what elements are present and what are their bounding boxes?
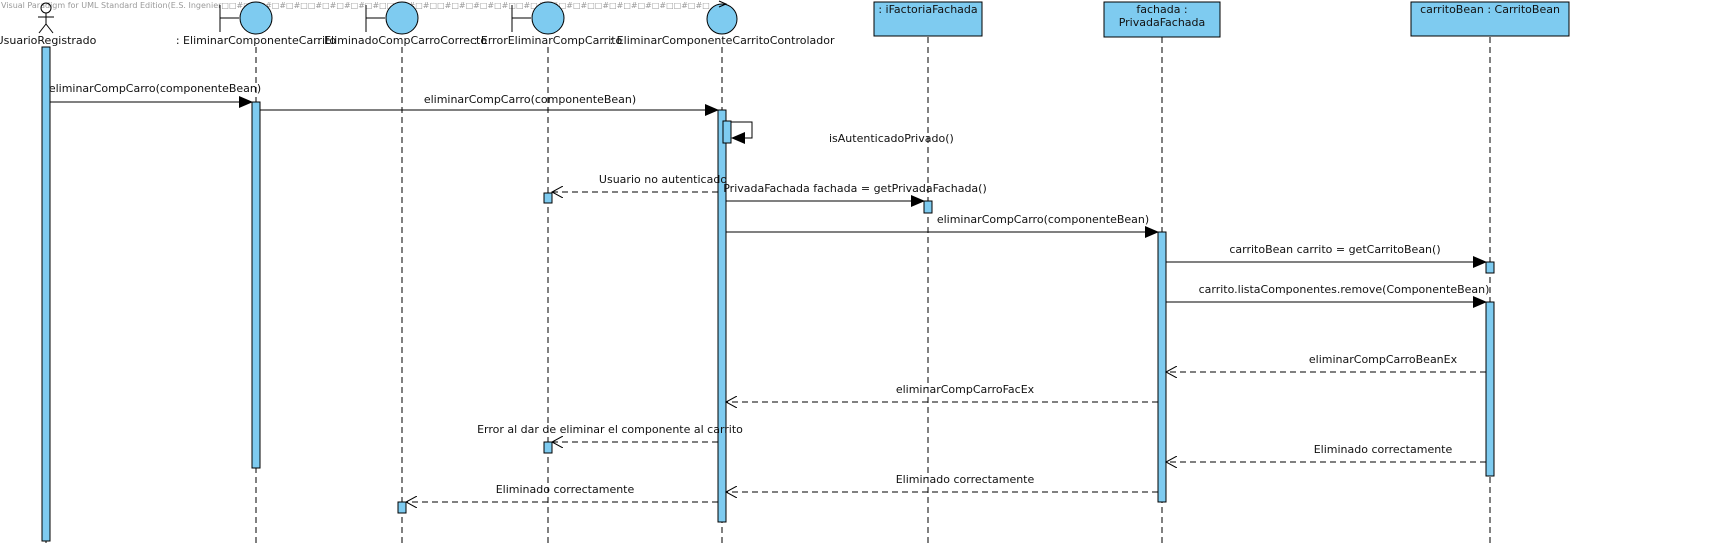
control-arrow: [718, 0, 728, 8]
message-label: isAutenticadoPrivado(): [829, 132, 954, 145]
message-label: eliminarCompCarroBeanEx: [1309, 353, 1458, 366]
actor-icon: [38, 2, 54, 34]
boundary-icon: [511, 1, 565, 35]
lifeline-label: : iFactoriaFachada: [878, 3, 977, 16]
actor-head: [40, 2, 52, 14]
boundary-circle: [385, 1, 419, 35]
boundary-circle: [531, 1, 565, 35]
lifeline-label: : EliminarComponenteCarritoControlador: [609, 34, 834, 47]
lifeline-label: : ErrorEliminarCompCarrito: [474, 34, 623, 47]
activation-bar: [1485, 261, 1495, 274]
lifeline-label: : EliminadoCompCarroCorrecto: [317, 34, 487, 47]
lifeline-label: : EliminarComponenteCarrito: [176, 34, 337, 47]
activation-bar: [543, 192, 553, 204]
lifeline-label-line: PrivadaFachada: [1119, 16, 1206, 29]
message-label: eliminarCompCarro(componenteBean): [424, 93, 636, 106]
activation-bar: [722, 120, 732, 144]
message-label: eliminarCompCarroFacEx: [896, 383, 1035, 396]
message-label: Eliminado correctamente: [896, 473, 1035, 486]
message-label: carrito.listaComponentes.remove(Componen…: [1199, 283, 1490, 296]
lifeline-box: [1103, 1, 1221, 38]
activation-bar: [41, 46, 51, 542]
message-label: Eliminado correctamente: [1314, 443, 1453, 456]
boundary-circle: [239, 1, 273, 35]
actor-leg: [45, 23, 54, 34]
message-label: Eliminado correctamente: [496, 483, 635, 496]
control-icon: [706, 0, 738, 35]
message-label: Error al dar de eliminar el componente a…: [477, 423, 743, 436]
activation-bar: [923, 200, 933, 214]
self-message-arrow: [731, 121, 753, 144]
message-label: eliminarCompCarro(componenteBean): [937, 213, 1149, 226]
message-label: carritoBean carrito = getCarritoBean(): [1229, 243, 1440, 256]
activation-bar: [251, 101, 261, 469]
boundary-icon: [219, 1, 273, 35]
control-circle: [706, 3, 738, 35]
message-label: eliminarCompCarro(componenteBean): [49, 82, 261, 95]
lifeline-box: [1410, 1, 1570, 37]
activation-bar: [397, 501, 407, 514]
activation-bar: [1485, 301, 1495, 477]
watermark: Visual Paradigm for UML Standard Edition…: [1, 1, 710, 10]
lifeline-label: fachada :PrivadaFachada: [1119, 3, 1206, 29]
message-label: PrivadaFachada fachada = getPrivadaFacha…: [723, 182, 987, 195]
activation-bar: [717, 109, 727, 523]
activation-bar: [543, 441, 553, 454]
actor-leg: [38, 23, 47, 34]
lifeline-box: [873, 1, 983, 37]
boundary-icon: [365, 1, 419, 35]
message-label: Usuario no autenticado: [599, 173, 727, 186]
activation-bar: [1157, 231, 1167, 503]
lifeline-label-line: fachada :: [1136, 3, 1187, 16]
lifeline-label: UsuarioRegistrado: [0, 34, 97, 47]
lifeline-label: carritoBean : CarritoBean: [1420, 3, 1560, 16]
